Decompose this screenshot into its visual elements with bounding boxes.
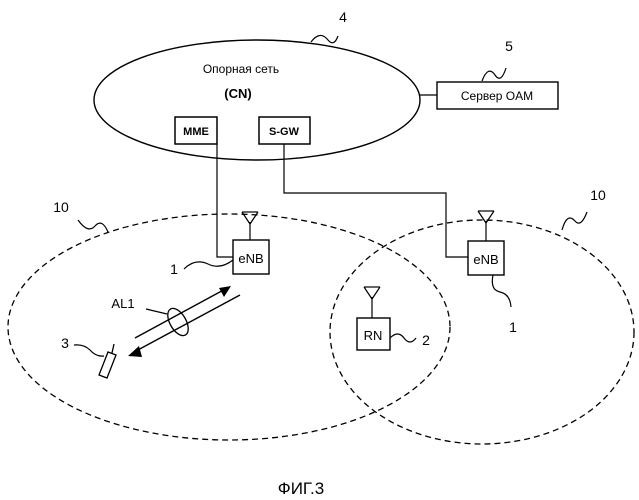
ref-4-leader xyxy=(311,35,338,42)
core-network-title: Опорная сеть xyxy=(203,62,279,76)
antenna-icon xyxy=(242,212,258,240)
core-network-ellipse xyxy=(94,40,420,160)
mme-label: MME xyxy=(183,126,209,138)
ref-10-left: 10 xyxy=(53,199,69,215)
access-link-arrows xyxy=(128,286,240,357)
core-network-abbr: (CN) xyxy=(224,86,251,101)
ref-4: 4 xyxy=(339,9,347,25)
antenna-icon xyxy=(364,287,380,318)
access-link-label: AL1 xyxy=(111,296,134,311)
mme-enb-link xyxy=(217,144,233,257)
ref-1-left-leader xyxy=(184,260,233,269)
ref-10-left-leader xyxy=(78,220,108,232)
user-terminal-icon xyxy=(99,344,116,378)
sgw-label: S-GW xyxy=(269,126,300,138)
sgw-enb-link xyxy=(284,144,468,257)
ref-1-right: 1 xyxy=(509,319,517,335)
enb-right-label: eNB xyxy=(473,252,498,267)
ref-10-right: 10 xyxy=(590,187,606,203)
ref-3: 3 xyxy=(61,335,69,351)
ref-1-right-leader xyxy=(492,275,511,307)
enb-left-label: eNB xyxy=(238,251,263,266)
ref-1-left: 1 xyxy=(170,261,178,277)
ref-2-leader xyxy=(390,334,416,342)
ref-5: 5 xyxy=(505,38,513,54)
ref-2: 2 xyxy=(422,332,430,348)
relay-node-label: RN xyxy=(364,328,383,343)
ref-5-leader xyxy=(482,68,506,81)
antenna-icon xyxy=(478,211,494,241)
al1-leader xyxy=(146,309,167,314)
ref-3-leader xyxy=(74,345,104,356)
ref-10-right-leader xyxy=(562,212,587,230)
oam-server-label: Сервер OAM xyxy=(461,89,533,103)
figure-caption: ФИГ.3 xyxy=(278,479,324,498)
